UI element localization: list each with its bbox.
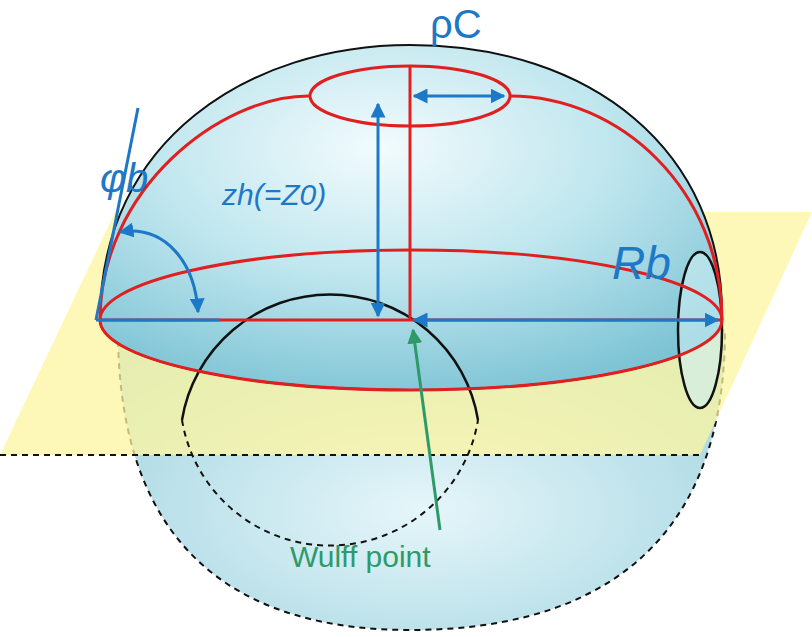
inner-sphere [182, 294, 478, 420]
radius-label: Rb [612, 238, 671, 289]
wulff-pointer [413, 330, 440, 530]
plane-edge [0, 454, 700, 456]
angle-label: φb [100, 156, 148, 200]
radius-label: ρC [430, 2, 482, 46]
side-section [678, 252, 722, 408]
dome [100, 45, 722, 390]
height-label: zh(=Z0) [222, 178, 326, 211]
point-label: Wulff point [290, 540, 431, 573]
dimension-arrows [96, 96, 718, 320]
construction-lines [100, 66, 722, 390]
